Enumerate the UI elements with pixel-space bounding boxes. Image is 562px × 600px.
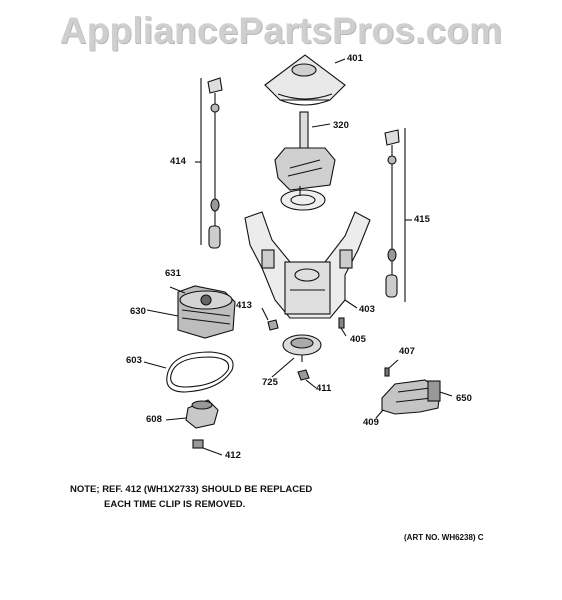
- part-label-320: 320: [333, 120, 349, 131]
- motor-pulley-part: [165, 399, 219, 429]
- part-label-401: 401: [347, 53, 363, 64]
- part-label-412: 412: [225, 450, 241, 461]
- watermark-logo: AppliancePartsPros.com: [59, 10, 503, 51]
- motor-part: [146, 285, 236, 339]
- suspension-rod-left: [195, 77, 223, 249]
- part-label-403: 403: [359, 304, 375, 315]
- part-label-414: 414: [170, 156, 186, 167]
- part-label-603: 603: [126, 355, 142, 366]
- part-label-405: 405: [350, 334, 366, 345]
- note-line-2: EACH TIME CLIP IS REMOVED.: [104, 499, 246, 510]
- pivot-dome-part: [264, 54, 346, 106]
- part-label-725: 725: [262, 377, 278, 388]
- nut-part: [261, 307, 279, 331]
- pulley-nut-part: [297, 369, 317, 389]
- part-label-608: 608: [146, 414, 162, 425]
- bolt-part: [338, 317, 347, 337]
- art-number: (ART NO. WH6238) C: [404, 533, 484, 542]
- part-label-411: 411: [316, 383, 332, 394]
- part-label-631: 631: [165, 268, 181, 279]
- base-bracket-part: [244, 211, 371, 319]
- drive-belt-part: [143, 351, 234, 393]
- suspension-rod-right: [384, 128, 412, 302]
- note-line-1: NOTE; REF. 412 (WH1X2733) SHOULD BE REPL…: [70, 484, 313, 495]
- part-label-407: 407: [399, 346, 415, 357]
- part-label-413: 413: [236, 300, 252, 311]
- part-label-415: 415: [414, 214, 430, 225]
- screw-part: [384, 359, 399, 377]
- transmission-part: [274, 111, 336, 211]
- part-label-409: 409: [363, 417, 379, 428]
- part-label-630: 630: [130, 306, 146, 317]
- switch-bracket-part: [375, 379, 453, 419]
- transmission-pulley-part: [271, 334, 322, 378]
- clip-part: [192, 439, 223, 456]
- part-label-650: 650: [456, 393, 472, 404]
